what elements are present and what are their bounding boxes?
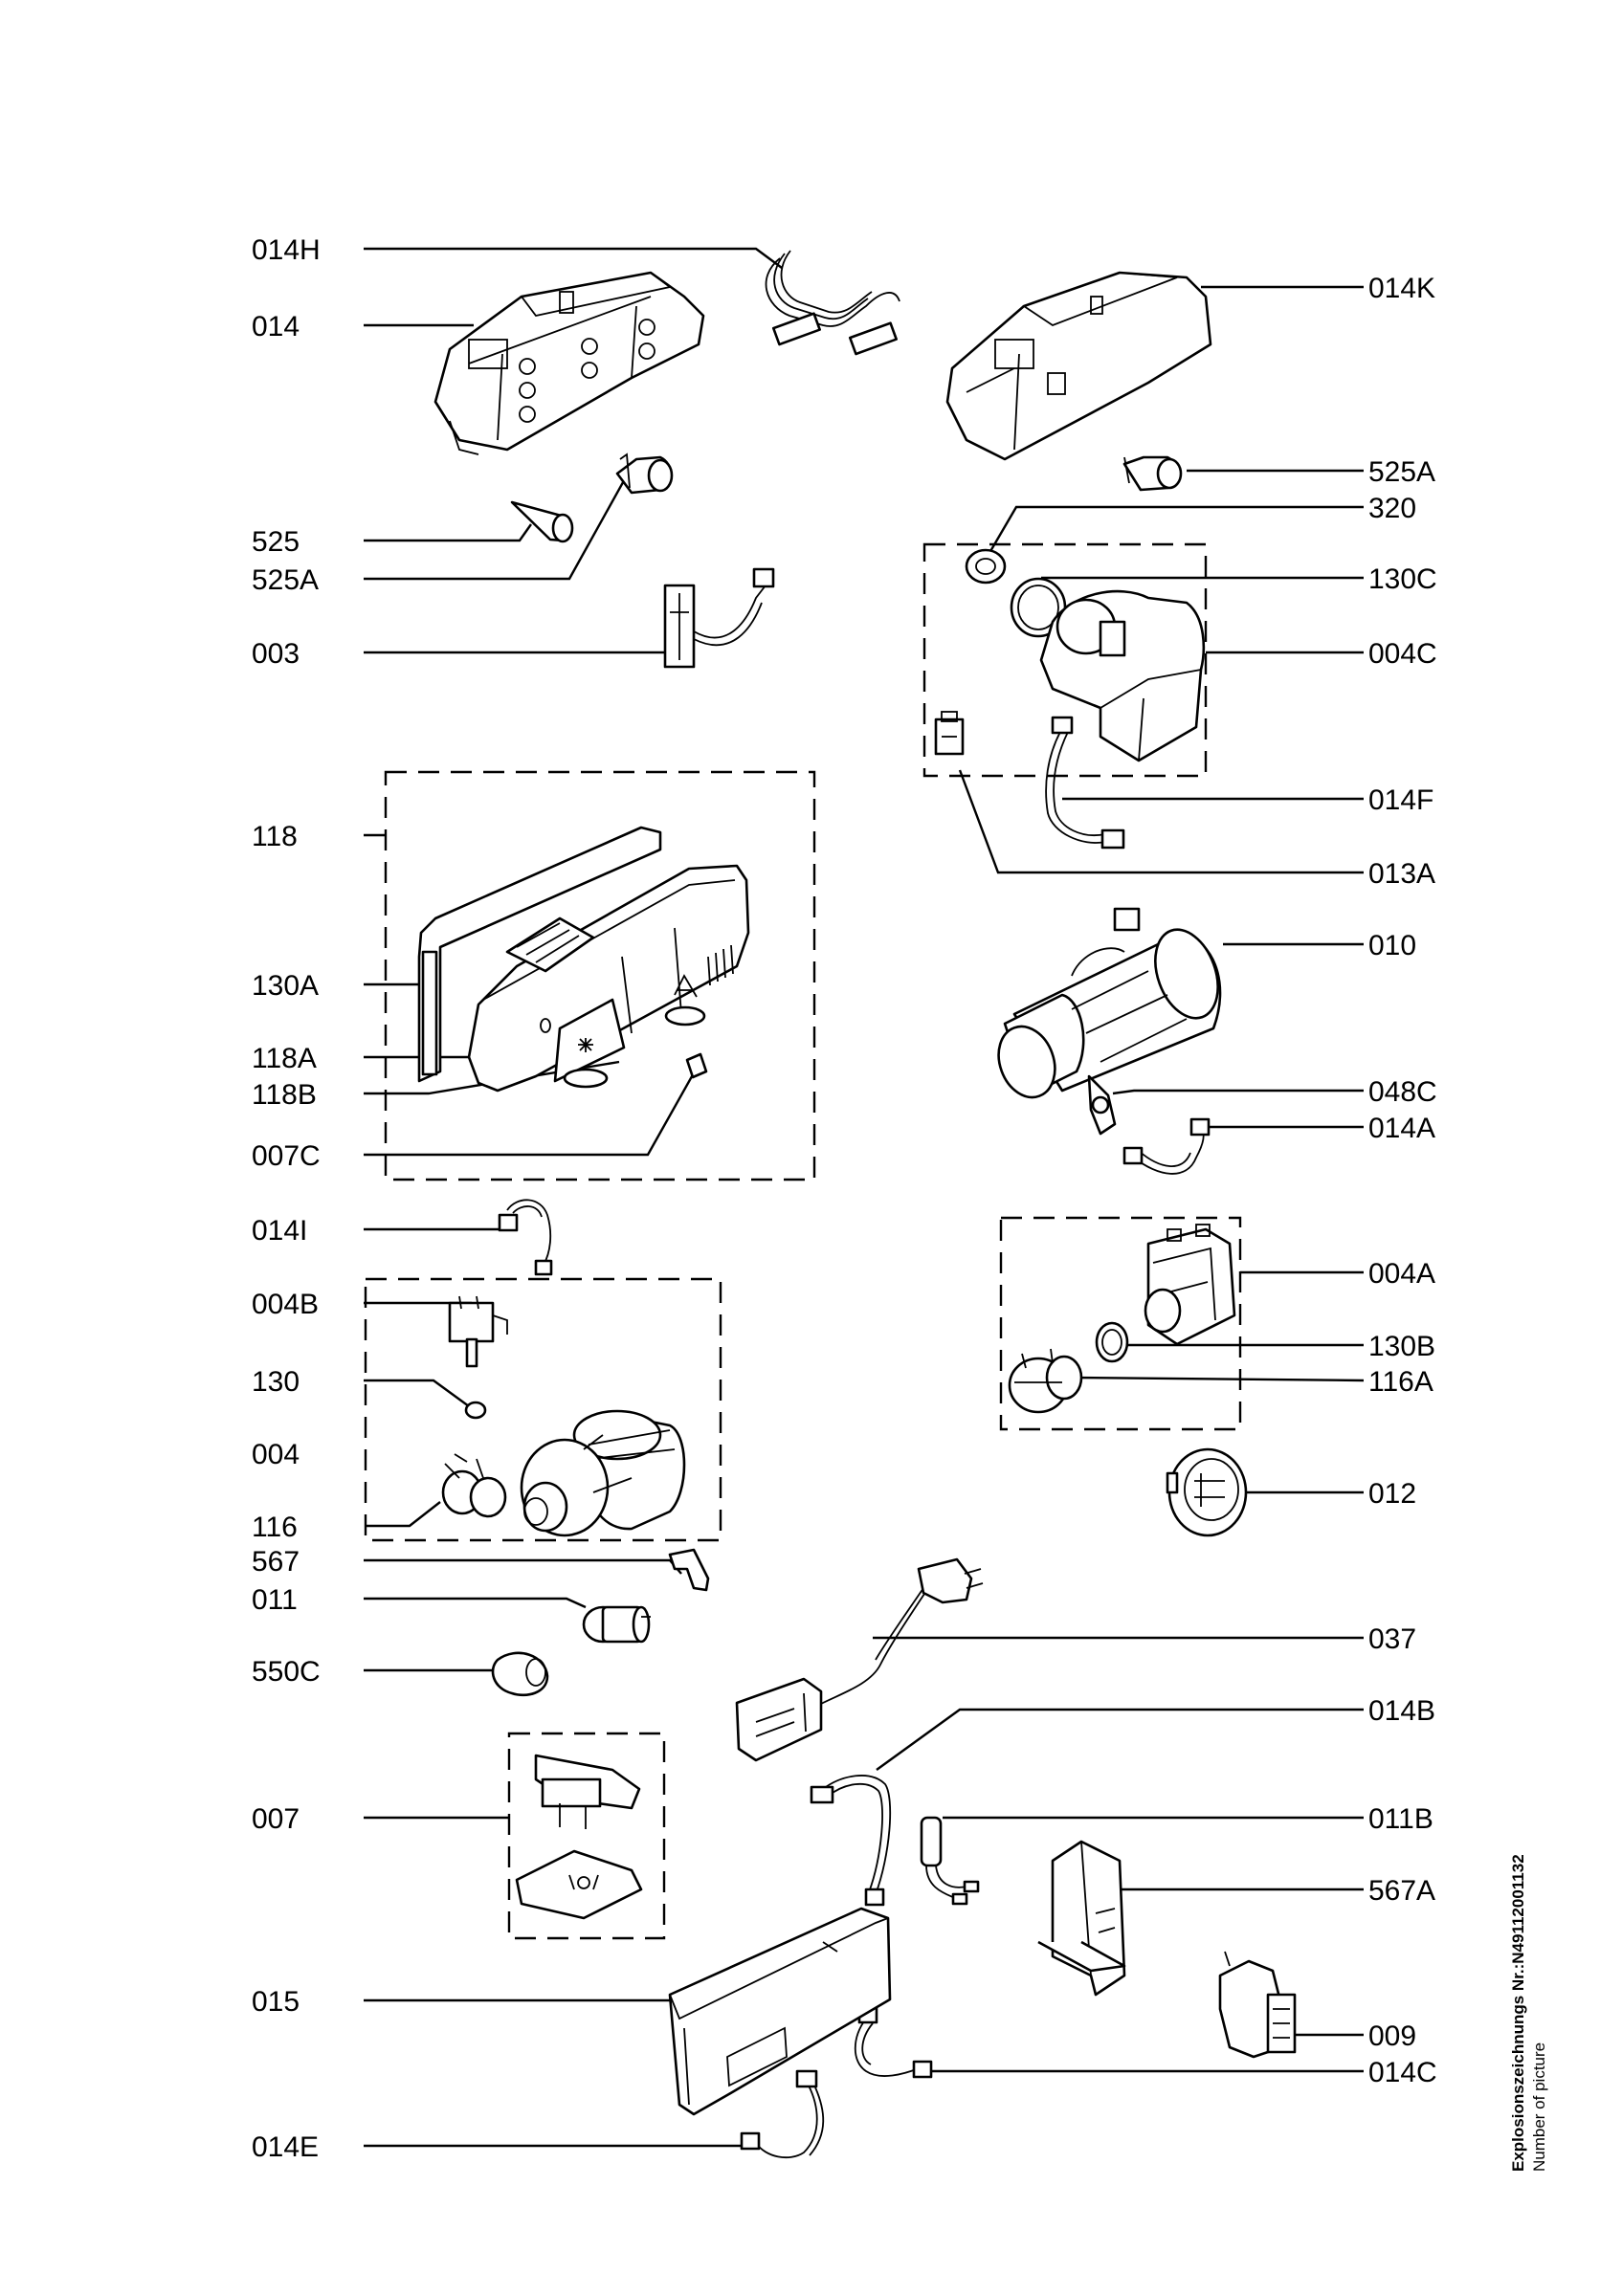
label-014H: 014H	[252, 234, 321, 266]
label-567: 567	[252, 1546, 300, 1578]
label-014B: 014B	[1368, 1695, 1435, 1727]
group-box-007	[507, 1732, 666, 1940]
label-116: 116	[252, 1512, 298, 1543]
switch-003	[663, 567, 775, 669]
heater-010	[997, 907, 1222, 1099]
housing-015	[668, 1907, 892, 2116]
drawing-number: Explosionszeichnungs Nr.:N49112001132	[1509, 1854, 1527, 2172]
pressure-switch-012	[1166, 1447, 1248, 1537]
label-525A-right: 525A	[1368, 456, 1435, 488]
label-004: 004	[252, 1439, 300, 1470]
label-007C: 007C	[252, 1140, 321, 1172]
label-003: 003	[252, 638, 300, 670]
label-011: 011	[252, 1584, 298, 1616]
label-007: 007	[252, 1803, 300, 1835]
pump-housing-004C	[1039, 589, 1206, 762]
label-014K: 014K	[1368, 273, 1435, 304]
group-box-004C	[922, 542, 1208, 778]
label-118: 118	[252, 821, 298, 852]
label-004C: 004C	[1368, 638, 1437, 670]
label-130: 130	[252, 1366, 300, 1398]
module-009	[1218, 1951, 1297, 2059]
label-118A: 118A	[252, 1043, 317, 1074]
motor-011	[582, 1605, 651, 1644]
electronic-module-014	[433, 271, 705, 455]
power-cord-037	[735, 1557, 984, 1762]
label-320: 320	[1368, 493, 1416, 524]
label-116A: 116A	[1368, 1366, 1433, 1398]
clip-567	[668, 1548, 710, 1592]
label-014E: 014E	[252, 2131, 319, 2163]
labels-right: 014K 525A 320 130C 004C 014F 013A 010 04…	[1368, 273, 1437, 2088]
label-014A: 014A	[1368, 1113, 1435, 1144]
cable-014B	[810, 1775, 892, 1907]
label-011B: 011B	[1368, 1803, 1433, 1835]
label-130A: 130A	[252, 970, 319, 1002]
cable-014F	[1045, 716, 1125, 850]
cable-014C	[854, 2005, 933, 2079]
bracket-567A	[1037, 1840, 1126, 1997]
label-010: 010	[1368, 930, 1416, 961]
label-130C: 130C	[1368, 563, 1437, 595]
label-014F: 014F	[1368, 784, 1433, 816]
label-118B: 118B	[252, 1079, 317, 1111]
capacitor-011B	[920, 1816, 980, 1906]
label-004A: 004A	[1368, 1258, 1435, 1290]
sensor-004B	[448, 1295, 508, 1368]
label-009: 009	[1368, 2020, 1416, 2052]
group-box-118	[384, 770, 816, 1181]
clip-007C	[685, 1052, 708, 1079]
label-048C: 048C	[1368, 1076, 1437, 1108]
sensor-048C	[1087, 1074, 1117, 1136]
cable-014A	[1122, 1117, 1211, 1175]
label-014: 014	[252, 311, 300, 342]
ring-130B	[1095, 1321, 1129, 1363]
cable-014I	[498, 1199, 553, 1276]
knob-525A-right	[1122, 455, 1183, 492]
electronic-module-014K	[945, 271, 1212, 461]
label-014C: 014C	[1368, 2057, 1437, 2088]
wire-harness-014H	[765, 250, 900, 356]
cap-550C	[491, 1651, 549, 1697]
number-of-picture-label: Number of picture	[1530, 2042, 1548, 2172]
washer-130	[464, 1401, 487, 1420]
pump-116	[441, 1453, 507, 1518]
labels-left: 014H 014 525 525A 003 118 130A 118A 118B…	[252, 234, 321, 2163]
pump-motor-004A	[1144, 1224, 1236, 1346]
label-550C: 550C	[252, 1656, 321, 1688]
label-004B: 004B	[252, 1289, 319, 1320]
leader-lines-right	[873, 285, 1365, 2073]
label-130B: 130B	[1368, 1331, 1435, 1362]
label-013A: 013A	[1368, 858, 1435, 890]
group-box-004	[364, 1277, 722, 1542]
label-037: 037	[1368, 1623, 1416, 1655]
group-box-004A	[999, 1216, 1242, 1431]
pump-unit-116A	[1008, 1348, 1083, 1414]
pump-motor-004	[520, 1409, 686, 1537]
label-015: 015	[252, 1986, 300, 2018]
knob-525A-left	[615, 453, 674, 495]
label-525A-left: 525A	[252, 564, 319, 596]
cone-cap-525	[510, 500, 574, 543]
label-525: 525	[252, 526, 300, 558]
bracket-007	[515, 1754, 643, 1920]
drawing-number-note: Explosionszeichnungs Nr.:N49112001132 Nu…	[1509, 1854, 1548, 2172]
connector-013A	[934, 711, 965, 756]
dispenser-118	[417, 826, 750, 1093]
label-012: 012	[1368, 1478, 1416, 1510]
cable-014E	[740, 2069, 825, 2159]
seal-320	[965, 548, 1007, 585]
label-567A: 567A	[1368, 1875, 1435, 1907]
label-014I: 014I	[252, 1215, 307, 1247]
